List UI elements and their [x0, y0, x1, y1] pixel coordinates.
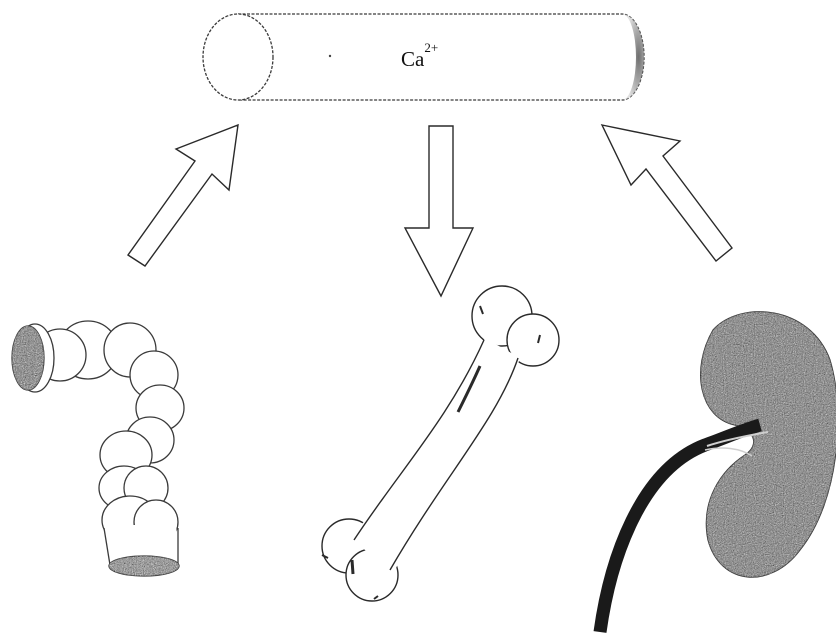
ion-charge: 2+ — [424, 40, 438, 55]
ion-symbol: Ca — [401, 47, 424, 71]
calcium-ion-label: Ca2+ — [401, 47, 438, 72]
bone — [322, 286, 559, 601]
absorption-arrow — [128, 125, 238, 266]
kidney — [600, 312, 836, 632]
deposition-arrow — [405, 126, 473, 296]
reabsorption-arrow — [602, 125, 732, 261]
intestine — [12, 321, 184, 576]
